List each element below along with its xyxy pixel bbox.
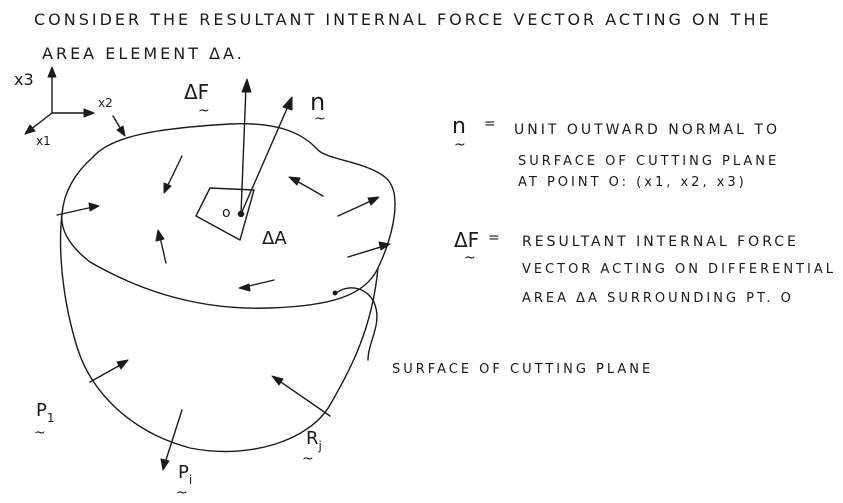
load-pi: Pi [178,462,192,487]
def-f-line-1: RESULTANT INTERNAL FORCE [522,234,799,250]
delta-f-label: ΔF [184,80,210,104]
def-n-tilde: ~ [454,137,466,153]
load-p1: P1 [36,400,55,425]
pi-subscript: i [188,473,193,487]
p1-subscript: 1 [46,411,55,425]
n-tilde: ~ [314,111,326,127]
def-n-line-2: SURFACE OF CUTTING PLANE [518,154,780,169]
def-f-line-3: AREA ΔA SURROUNDING PT. O [522,291,794,306]
def-n-line-3: AT POINT O: (x1, x2, x3) [518,175,747,190]
reaction-rj: Rj [306,428,322,453]
n-label: n [310,88,326,116]
surface-label-leader [332,287,378,361]
delta-f-vector [240,78,252,215]
point-o-label: o [222,205,231,221]
area-element-delta-a [195,187,255,241]
def-n-symbol: n [452,114,466,139]
axis-label-x1: x1 [36,134,51,148]
rj-tilde: ~ [302,451,314,467]
def-f-line-2: VECTOR ACTING ON DIFFERENTIAL [522,262,836,277]
force-arrows [56,115,391,471]
heading-line-2: AREA ELEMENT ΔA. [42,44,245,63]
def-f-equals: = [488,230,503,246]
def-n-line-1: UNIT OUTWARD NORMAL TO [514,122,780,138]
p1-letter: P [36,400,47,421]
axis-label-x2: x2 [98,96,113,110]
def-f-tilde: ~ [464,250,476,266]
surface-label: SURFACE OF CUTTING PLANE [392,362,654,377]
def-n-equals: = [484,116,499,132]
rj-letter: R [306,428,319,449]
axis-label-x3: x3 [14,70,34,89]
def-f-symbol: ΔF [454,228,480,252]
cut-body-outline [59,123,396,453]
normal-n-vector [240,96,293,215]
rj-subscript: j [318,439,322,453]
pi-tilde: ~ [176,485,188,501]
delta-f-tilde: ~ [198,103,210,119]
heading-line-1: CONSIDER THE RESULTANT INTERNAL FORCE VE… [34,10,772,29]
coordinate-axes [24,66,95,135]
p1-tilde: ~ [34,425,46,441]
pi-letter: P [178,462,189,483]
delta-a-label: ΔA [262,228,287,249]
